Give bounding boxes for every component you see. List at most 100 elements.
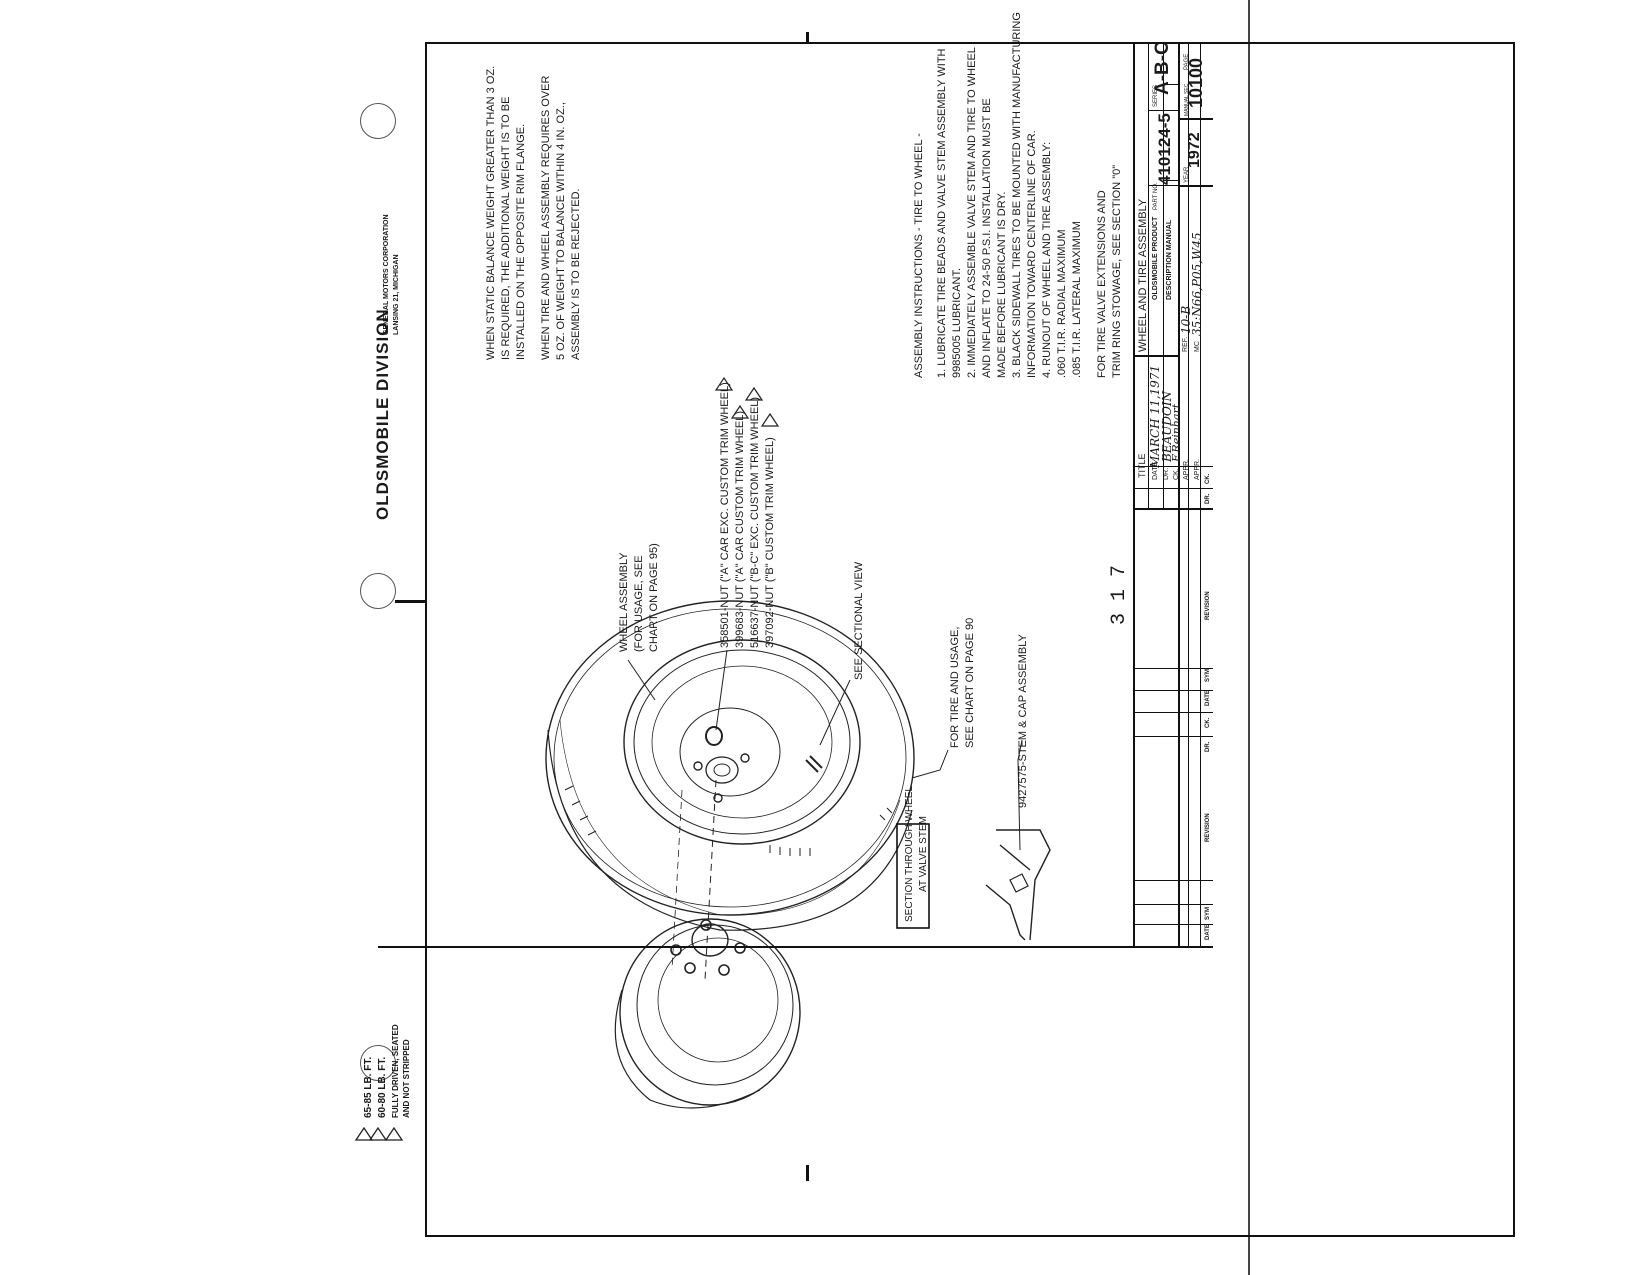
tb-year-label: YEAR (1184, 166, 1190, 183)
center-mark-left (395, 600, 427, 603)
torque-note-1: 65-85 LB. FT. (363, 1056, 374, 1118)
leader-nut (715, 649, 728, 731)
torque-note-2: 60-80 LB. FT. (377, 1056, 388, 1118)
tb-manual-sec: 10 (1186, 87, 1206, 108)
torque-note-4: AND NOT STRIPPED (402, 1039, 411, 1118)
tire-usage-line-2: SEE CHART ON PAGE 90 (964, 617, 976, 748)
assembly-line-7: INFORMATION TOWARD CENTERLINE OF CAR. (1026, 130, 1038, 378)
page-stamp: 3 1 7 (1108, 564, 1131, 625)
wheel-assembly-line-1: WHEEL ASSEMBLY (618, 552, 630, 652)
assembly-line-10: .085 T.I.R. LATERAL MAXIMUM (1071, 221, 1083, 378)
assembly-heading: ASSEMBLY INSTRUCTIONS - TIRE TO WHEEL - (913, 133, 925, 378)
valve-note-1: FOR TIRE VALVE EXTENSIONS AND (1096, 190, 1108, 378)
tb-title: WHEEL AND TIRE ASSEMBLY (1137, 198, 1149, 352)
assembly-line-9: .060 T.I.R. RADIAL MAXIMUM (1056, 229, 1068, 378)
hub-wheel-barrel (614, 989, 761, 1109)
tb-manual-label: DESCRIPTION MANUAL (1166, 219, 1173, 300)
tb-ref-label: REF. (1182, 336, 1189, 352)
assembly-line-5: MADE BEFORE LUBRICANT IS DRY. (996, 191, 1008, 378)
note-triangle-a2 (730, 404, 750, 419)
torque-triangle-2 (368, 1126, 388, 1141)
tire-usage-line-1: FOR TIRE AND USAGE, (949, 626, 961, 748)
tb-page: 100 (1186, 57, 1206, 88)
balance-line-4: WHEN TIRE AND WHEEL ASSEMBLY REQUIRES OV… (540, 75, 552, 360)
corporation-location: LANSING 21, MICHIGAN (393, 254, 400, 335)
section-box-line-1: SECTION THROUGH WHEEL (904, 786, 915, 922)
balance-line-6: ASSEMBLY IS TO BE REJECTED. (570, 188, 582, 360)
assembly-line-3: 2. IMMEDIATELY ASSEMBLE VALVE STEM AND T… (966, 47, 978, 378)
division-title: OLDSMOBILE DIVISION (373, 308, 392, 520)
rev-header-revision-2: REVISION (1205, 813, 1211, 842)
wheel-nut (705, 726, 723, 746)
torque-triangle-1 (354, 1126, 374, 1141)
section-box-label: SECTION THROUGH WHEEL AT VALVE STEM (903, 786, 931, 922)
callout-sectional-view: SEE SECTIONAL VIEW (853, 561, 865, 680)
valve-section (985, 829, 1051, 941)
rev-header-revision-1: REVISION (1205, 591, 1211, 620)
tb-ck: F.Reinhart (1170, 403, 1183, 462)
balance-line-2: IS REQUIRED, THE ADDITIONAL WEIGHT IS TO… (500, 96, 512, 360)
assembly-line-1: 1. LUBRICATE TIRE BEADS AND VALVE STEM A… (936, 48, 948, 378)
leader-sectional (819, 679, 851, 746)
nut-line-3: 516637-NUT ("B-C" EXC. CUSTOM TRIM WHEEL… (749, 396, 761, 648)
rim-outer (623, 639, 861, 845)
tb-product-label: OLDSMOBILE PRODUCT (1152, 216, 1159, 300)
note-triangle-a1 (714, 376, 734, 391)
assembly-instructions: ASSEMBLY INSTRUCTIONS - TIRE TO WHEEL - … (912, 12, 1125, 378)
drawing-sheet-border (425, 42, 1515, 1237)
hub-disc (679, 707, 781, 797)
section-box (896, 823, 930, 929)
callout-tire-usage: FOR TIRE AND USAGE, SEE CHART ON PAGE 90 (948, 618, 978, 748)
assembly-line-2: 9985005 LUBRICANT. (951, 267, 963, 378)
rev-header-dr-ck-1: DR. (1205, 493, 1211, 504)
assembly-line-6: 3. BLACK SIDEWALL TIRES TO BE MOUNTED WI… (1011, 12, 1023, 378)
assembly-line-4: AND INFLATE TO 24-50 P.S.I. INSTALLATION… (981, 98, 993, 378)
tire-inner-tread (553, 608, 907, 908)
tb-year: 1972 (1186, 132, 1203, 168)
center-mark-top (806, 32, 809, 44)
rev-header-dr-2: DR. (1205, 741, 1211, 752)
tire-sidewall (547, 729, 913, 931)
torque-notes: 65-85 LB. FT. 60-80 LB. FT. FULLY DRIVEN… (362, 1024, 412, 1118)
page-edge (1248, 0, 1250, 1275)
tb-part-no: 410124-5 (1155, 113, 1174, 185)
callout-wheel-assembly: WHEEL ASSEMBLY (FOR USAGE, SEE CHART ON … (617, 543, 662, 652)
tb-title-label: TITLE (1137, 453, 1147, 478)
tb-series: A-B-C (1152, 41, 1173, 95)
tb-mc: 35:N66,P05,W45 (1190, 232, 1204, 336)
rev-header-date-2: DATE (1205, 924, 1211, 940)
balance-notes: WHEN STATIC BALANCE WEIGHT GREATER THAN … (484, 66, 584, 360)
assembly-centerline (704, 779, 717, 981)
tb-part-label: PART NO. (1153, 182, 1159, 210)
rev-header-ck-2: CK. (1205, 717, 1211, 728)
wheel-assembly-line-3: CHART ON PAGE 95) (648, 543, 660, 652)
valve-note-2: TRIM RING STOWAGE, SEE SECTION "0" (1111, 164, 1123, 378)
punch-hole-bottom (360, 1045, 396, 1081)
balance-line-5: 5 OZ. OF WEIGHT TO BALANCE WITHIN 4 IN. … (555, 102, 567, 360)
center-mark-bottom (806, 1165, 809, 1181)
note-triangle-a4 (760, 412, 780, 427)
callout-stem-cap: 9427575-STEM & CAP ASSEMBLY (1017, 634, 1029, 808)
punch-hole-middle (360, 573, 396, 609)
balance-line-3: INSTALLED ON THE OPPOSITE RIM FLANGE. (515, 123, 527, 360)
rev-header-ck-1: CK. (1205, 473, 1211, 484)
valve-stem (805, 755, 823, 773)
torque-note-3: FULLY DRIVEN, SEATED (391, 1024, 400, 1118)
leader-stem (1017, 739, 1023, 851)
tb-mc-label: MC (1194, 341, 1201, 352)
leader-wheel-assembly (627, 659, 656, 701)
assembly-line-8: 4. RUNOUT OF WHEEL AND TIRE ASSEMBLY: (1041, 141, 1053, 378)
wheel-assembly-line-2: (FOR USAGE, SEE (633, 555, 645, 652)
nut-line-2: 399683-NUT ("A" CAR CUSTOM TRIM WHEEL) (734, 410, 746, 648)
rev-header-sym-1: SYM (1205, 668, 1211, 682)
nut-line-1: 358501-NUT ("A" CAR EXC. CUSTOM TRIM WHE… (719, 382, 731, 648)
nut-line-4: 397092-NUT ("B" CUSTOM TRIM WHEEL) (764, 437, 776, 648)
note-triangle-a3 (744, 386, 764, 401)
hub-cap (691, 923, 729, 957)
rev-header-sym-2: SYM (1205, 906, 1211, 920)
torque-triangle-3 (384, 1126, 404, 1141)
punch-hole-top (360, 103, 396, 139)
balance-line-1: WHEN STATIC BALANCE WEIGHT GREATER THAN … (485, 65, 497, 360)
hub-center (705, 756, 739, 784)
